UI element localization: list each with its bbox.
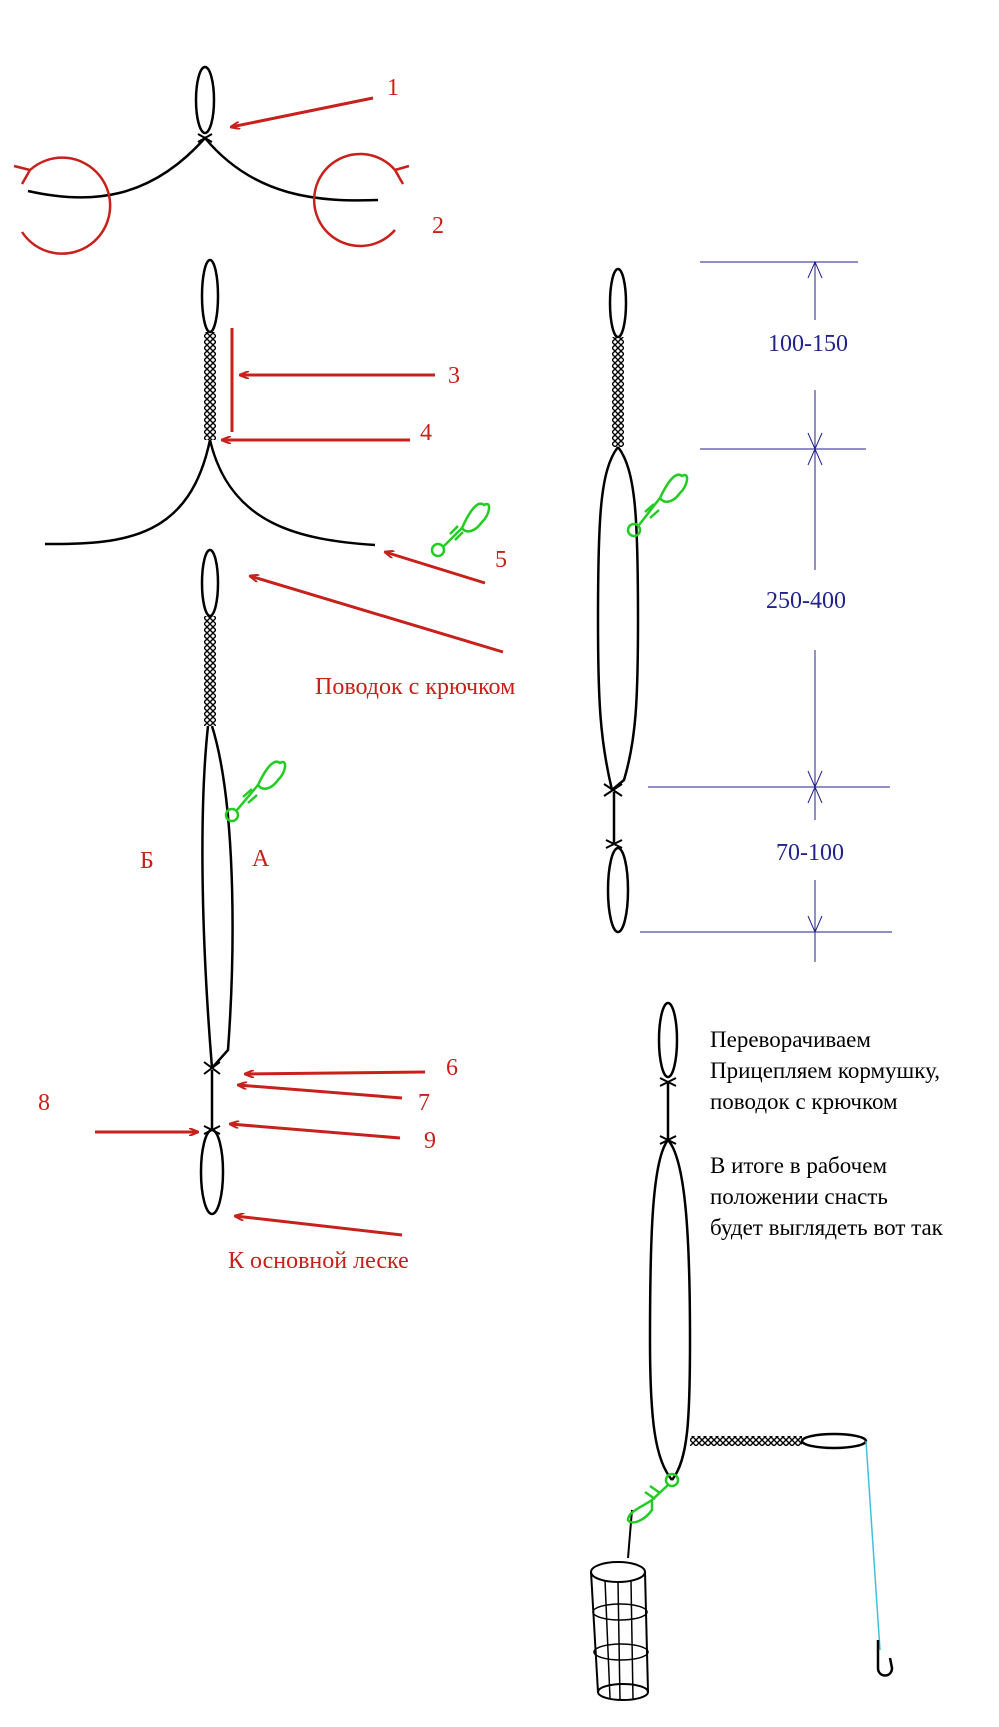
dim-label-middle: 250-400: [766, 588, 846, 614]
work-swivel-icon: [626, 1472, 680, 1524]
step1-rotation-arrows: [13, 152, 410, 255]
step1-knot: [197, 133, 213, 143]
dim-top-loop: [608, 267, 628, 339]
label-main-line: К основной леске: [228, 1248, 409, 1274]
step3-twist: [204, 616, 216, 726]
label-5: 5: [495, 547, 507, 573]
feeder-cord: [627, 1509, 633, 1559]
label-side-a: А: [252, 846, 270, 872]
arrow-5: [385, 552, 486, 585]
dim-long-loop-left: [596, 446, 619, 791]
arrow-6: [245, 1072, 426, 1074]
hook-icon: [876, 1640, 894, 1677]
instruction-line-5: положении снасть: [710, 1184, 888, 1209]
dim-label-top: 100-150: [768, 331, 848, 357]
instruction-line-4: В итоге в рабочем: [710, 1153, 887, 1178]
step2-line: [44, 439, 376, 547]
instruction-line-3: поводок с крючком: [710, 1089, 898, 1114]
instruction-line-2: Прицепляем кормушку,: [710, 1058, 940, 1083]
step3-figure: [199, 548, 234, 1216]
label-3: 3: [448, 363, 460, 389]
dimensioned-rig: [596, 267, 640, 934]
work-loop-left: [648, 1139, 673, 1481]
arrow-1: [231, 96, 374, 127]
instruction-line-6: будет выглядеть вот так: [710, 1215, 944, 1240]
instruction-line-1: Переворачиваем: [710, 1027, 871, 1052]
dimension-lines: [640, 260, 892, 962]
step2-twist: [204, 332, 216, 440]
work-leader-twist: [690, 1436, 802, 1446]
step1-figure: [27, 65, 379, 202]
arrow-7: [238, 1085, 403, 1100]
dim-knot: [603, 783, 623, 797]
dim-knot2: [605, 839, 623, 849]
step3-swivel-icon: [224, 760, 287, 823]
label-4: 4: [420, 420, 432, 446]
dim-bottom-loop: [606, 846, 630, 934]
dim-swivel-icon: [626, 473, 689, 538]
label-1: 1: [387, 75, 399, 101]
work-leader-loop: [800, 1432, 868, 1450]
rotate-left-arrow: [20, 156, 112, 255]
step2-loop: [200, 258, 220, 334]
dim-label-bottom: 70-100: [776, 840, 844, 866]
dim-twist: [612, 337, 624, 447]
step3-bottom-loop: [199, 1128, 225, 1216]
label-9: 9: [424, 1128, 436, 1154]
label-8: 8: [38, 1090, 50, 1116]
label-2: 2: [432, 213, 444, 239]
arrow-leader: [250, 576, 504, 654]
step1-loop: [194, 65, 216, 135]
working-rig: [590, 1001, 868, 1701]
step2-figure: [44, 258, 376, 547]
work-top-loop: [657, 1001, 679, 1079]
step3-knot: [203, 1061, 221, 1075]
swivel-icon: [430, 502, 491, 558]
step3-side-b: [201, 725, 214, 1069]
label-leader: Поводок с крючком: [315, 674, 515, 700]
label-side-b: Б: [140, 848, 154, 874]
step3-top-loop: [200, 548, 220, 618]
feeder-icon: [590, 1561, 649, 1701]
hook-line: [865, 1440, 881, 1651]
dim-long-loop-right: [611, 446, 640, 791]
rotate-right-arrow: [312, 152, 396, 248]
arrow-9: [230, 1124, 401, 1140]
step3-side-a: [210, 725, 234, 1069]
label-6: 6: [446, 1055, 458, 1081]
arrow-main-line: [235, 1216, 403, 1237]
work-loop-right: [667, 1139, 692, 1481]
label-7: 7: [418, 1090, 430, 1116]
